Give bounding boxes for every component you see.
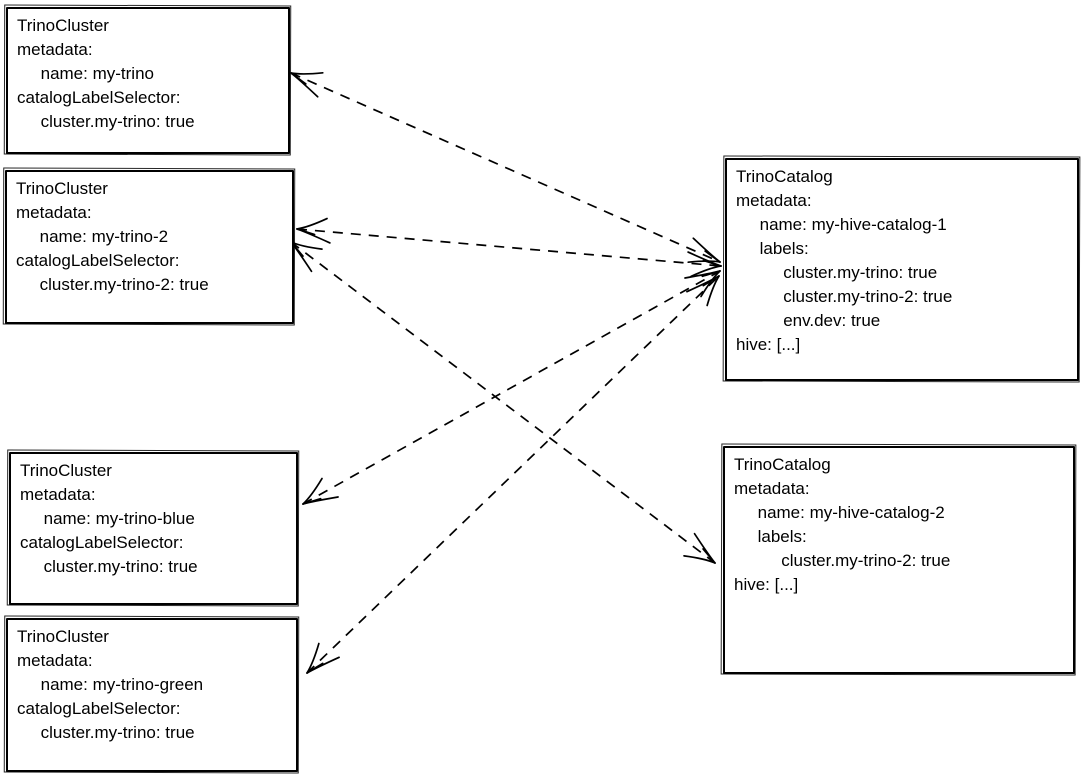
- trino-catalog-my-hive-catalog-1-text: TrinoCatalog metadata: name: my-hive-cat…: [736, 167, 953, 354]
- arrow-catalog1-my-trino-blue: [302, 270, 721, 505]
- trino-cluster-my-trino-blue-text: TrinoCluster metadata: name: my-trino-bl…: [20, 461, 198, 576]
- arrow-catalog1-my-trino: [290, 71, 721, 264]
- trino-catalog-my-hive-catalog-1-box: TrinoCatalog metadata: name: my-hive-cat…: [725, 158, 1079, 381]
- trino-cluster-my-trino-box: TrinoCluster metadata: name: my-trino ca…: [6, 7, 290, 154]
- trino-cluster-my-trino-green-box: TrinoCluster metadata: name: my-trino-gr…: [6, 618, 298, 772]
- trino-cluster-my-trino-text: TrinoCluster metadata: name: my-trino ca…: [17, 16, 195, 131]
- arrow-catalog1-my-trino-2: [296, 217, 722, 278]
- trino-cluster-my-trino-blue-box: TrinoCluster metadata: name: my-trino-bl…: [9, 452, 298, 605]
- arrow-catalog2-my-trino-2: [290, 241, 716, 564]
- trino-cluster-my-trino-green-text: TrinoCluster metadata: name: my-trino-gr…: [17, 627, 204, 742]
- trino-catalog-my-hive-catalog-2-text: TrinoCatalog metadata: name: my-hive-cat…: [734, 455, 951, 594]
- arrow-catalog1-my-trino-green: [306, 275, 720, 674]
- trino-cluster-my-trino-2-text: TrinoCluster metadata: name: my-trino-2 …: [16, 179, 209, 294]
- trino-cluster-my-trino-2-box: TrinoCluster metadata: name: my-trino-2 …: [5, 170, 294, 324]
- trino-catalog-my-hive-catalog-2-box: TrinoCatalog metadata: name: my-hive-cat…: [723, 446, 1075, 674]
